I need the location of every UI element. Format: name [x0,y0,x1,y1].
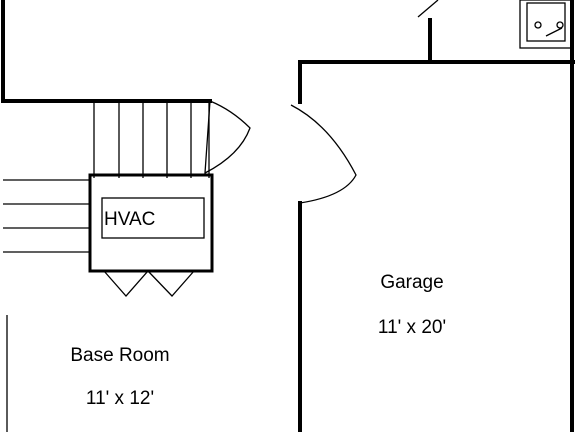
upper-door-swing [417,0,439,18]
hvac-unit [101,197,205,239]
utility-sink-icon [519,0,573,49]
hvac-closet [88,173,214,297]
stairs-icon [3,101,210,253]
garage-door-swing-icon [290,104,357,204]
stair-door-swing-icon [204,100,251,175]
garage-size: 11' x 20' [378,317,446,338]
base-room-label: Base Room [70,345,169,366]
garage-label: Garage [380,272,443,293]
hvac-label: HVAC [104,209,155,230]
bifold-door-icon [103,270,195,297]
base-room-size: 11' x 12' [86,388,154,409]
